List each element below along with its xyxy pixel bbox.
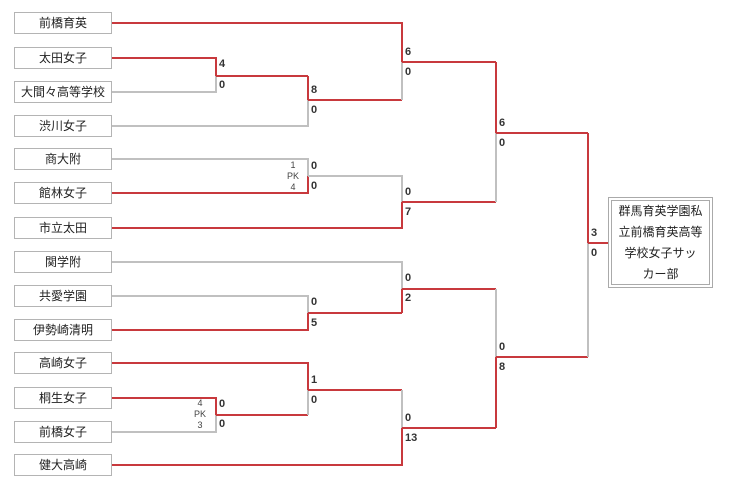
score-r2-takasaki: 1 bbox=[311, 374, 318, 386]
score-qf-ichiritsuota: 7 bbox=[405, 206, 412, 218]
champion-line-3: 学校女子サッ bbox=[624, 245, 697, 260]
score-r2-kyoai: 0 bbox=[311, 296, 318, 308]
score-sf-maebashiikuei: 6 bbox=[499, 117, 506, 129]
team-box-takasaki-joshi: 高崎女子 bbox=[14, 352, 112, 374]
score-sf-kendai: 8 bbox=[499, 361, 506, 373]
pk-shodai: 1 bbox=[290, 160, 296, 170]
score-r2-ota: 8 bbox=[311, 84, 318, 96]
score-r1-maebashij: 0 bbox=[219, 418, 226, 430]
team-box-kendai-takasaki: 健大高崎 bbox=[14, 454, 112, 476]
pk-label-2: PK bbox=[193, 409, 206, 419]
line-isesaki-r2 bbox=[112, 313, 309, 331]
line-maebashij-r1 bbox=[112, 415, 217, 433]
champion-line-4: カー部 bbox=[642, 266, 679, 281]
team-box-kangakufu: 関学附 bbox=[14, 251, 112, 273]
champion-line-1: 群馬育英学園私 bbox=[618, 203, 703, 218]
line-takasaki-r2 bbox=[112, 362, 309, 390]
team-box-kyoai-gakuen: 共愛学園 bbox=[14, 285, 112, 307]
line-shibukawa-r2 bbox=[112, 100, 309, 127]
score-final-kendai: 0 bbox=[591, 247, 598, 259]
score-r2-shibukawa: 0 bbox=[311, 104, 318, 116]
team-box-shibukawa-joshi: 渋川女子 bbox=[14, 115, 112, 137]
line-tatebayashi-r1 bbox=[112, 176, 309, 194]
team-box-tatebayashi-joshi: 館林女子 bbox=[14, 182, 112, 204]
pk-maebashij: 3 bbox=[197, 420, 203, 430]
score-r1-omama: 0 bbox=[219, 79, 226, 91]
score-r2-isesaki: 5 bbox=[311, 317, 318, 329]
score-qf-kendai: 13 bbox=[405, 432, 418, 444]
pk-kiryu: 4 bbox=[197, 398, 203, 408]
score-qf-isesaki: 2 bbox=[405, 292, 412, 304]
score-sf-ichiritsuota: 0 bbox=[499, 137, 506, 149]
score-qf-tatebayashi: 0 bbox=[405, 186, 412, 198]
line-ota-r1 bbox=[112, 57, 217, 76]
line-kyoai-r2 bbox=[112, 295, 309, 313]
score-final-maebashiikuei: 3 bbox=[591, 227, 598, 239]
pk-label-1: PK bbox=[286, 171, 299, 181]
team-box-maebashi-ikuei: 前橋育英 bbox=[14, 12, 112, 34]
line-ichiritsuota-qf bbox=[112, 202, 403, 229]
champion-box-inner: 群馬育英学園私 立前橋育英高等 学校女子サッ カー部 bbox=[611, 200, 710, 285]
line-kendai-qf bbox=[112, 428, 403, 466]
line-tatebayashi-qf bbox=[308, 175, 403, 202]
team-box-omama: 大間々高等学校 bbox=[14, 81, 112, 103]
team-box-isesaki-seimei: 伊勢崎清明 bbox=[14, 319, 112, 341]
line-kiryu-r1 bbox=[112, 397, 217, 415]
team-box-shodaifu: 商大附 bbox=[14, 148, 112, 170]
team-box-ichiritsu-ota: 市立太田 bbox=[14, 217, 112, 239]
score-qf-kangaku: 0 bbox=[405, 272, 412, 284]
score-r1-tatebayashi: 0 bbox=[311, 180, 318, 192]
line-shodai-r1 bbox=[112, 158, 309, 176]
team-box-maebashi-joshi: 前橋女子 bbox=[14, 421, 112, 443]
score-qf-maebashiikuei: 6 bbox=[405, 46, 412, 58]
score-qf-takasaki: 0 bbox=[405, 412, 412, 424]
line-kangaku-qf bbox=[112, 261, 403, 289]
line-maebashiikuei-qf bbox=[112, 22, 403, 62]
pk-tatebayashi: 4 bbox=[290, 182, 296, 192]
score-r2-kiryu: 0 bbox=[311, 394, 318, 406]
score-qf-ota: 0 bbox=[405, 66, 412, 78]
team-box-kiryu-joshi: 桐生女子 bbox=[14, 387, 112, 409]
score-r1-kiryu: 0 bbox=[219, 398, 226, 410]
champion-box: 群馬育英学園私 立前橋育英高等 学校女子サッ カー部 bbox=[608, 197, 713, 288]
champion-line-2: 立前橋育英高等 bbox=[618, 224, 703, 239]
line-omama-r1 bbox=[112, 76, 217, 93]
score-r1-shodai: 0 bbox=[311, 160, 318, 172]
team-box-ota-joshi: 太田女子 bbox=[14, 47, 112, 69]
score-sf-isesaki: 0 bbox=[499, 341, 506, 353]
score-r1-ota: 4 bbox=[219, 58, 226, 70]
